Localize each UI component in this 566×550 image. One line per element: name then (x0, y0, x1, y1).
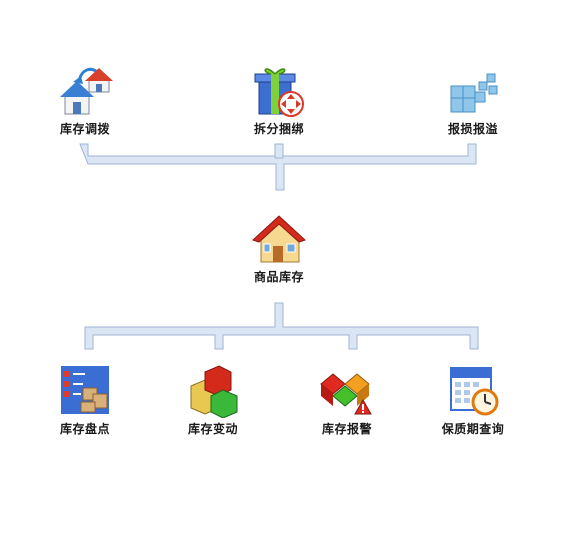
node-label: 库存调拨 (59, 122, 110, 136)
cubes-warning-icon (320, 373, 372, 415)
top-connector (79, 143, 477, 191)
node-label: 库存报警 (321, 422, 372, 436)
node-stock-change[interactable]: 库存变动 (168, 362, 258, 437)
blue-cubes-icon (450, 73, 498, 113)
top-middle-stub (274, 143, 284, 159)
node-split-bundle[interactable]: 拆分捆绑 (234, 62, 324, 137)
houses-transfer-icon (60, 67, 113, 115)
node-shelf-life-query[interactable]: 保质期查询 (428, 362, 518, 437)
colored-boxes-icon (190, 365, 238, 418)
node-stock-alarm[interactable]: 库存报警 (302, 362, 392, 437)
node-label: 库存盘点 (59, 422, 110, 436)
gift-box-split-icon (254, 68, 304, 117)
calendar-clock-icon (450, 367, 499, 416)
node-label: 保质期查询 (441, 422, 505, 436)
node-product-inventory[interactable]: 商品库存 (234, 210, 324, 285)
node-label: 拆分捆绑 (253, 122, 304, 136)
node-inventory-transfer[interactable]: 库存调拨 (40, 62, 130, 137)
node-label: 库存变动 (187, 422, 238, 436)
node-label: 报损报溢 (447, 122, 498, 136)
node-label: 商品库存 (253, 270, 304, 284)
node-stocktaking[interactable]: 库存盘点 (40, 362, 130, 437)
node-loss-overflow[interactable]: 报损报溢 (428, 62, 518, 137)
red-roof-house-icon (252, 215, 306, 263)
checklist-boxes-icon (61, 366, 109, 414)
bottom-connector (84, 302, 479, 350)
